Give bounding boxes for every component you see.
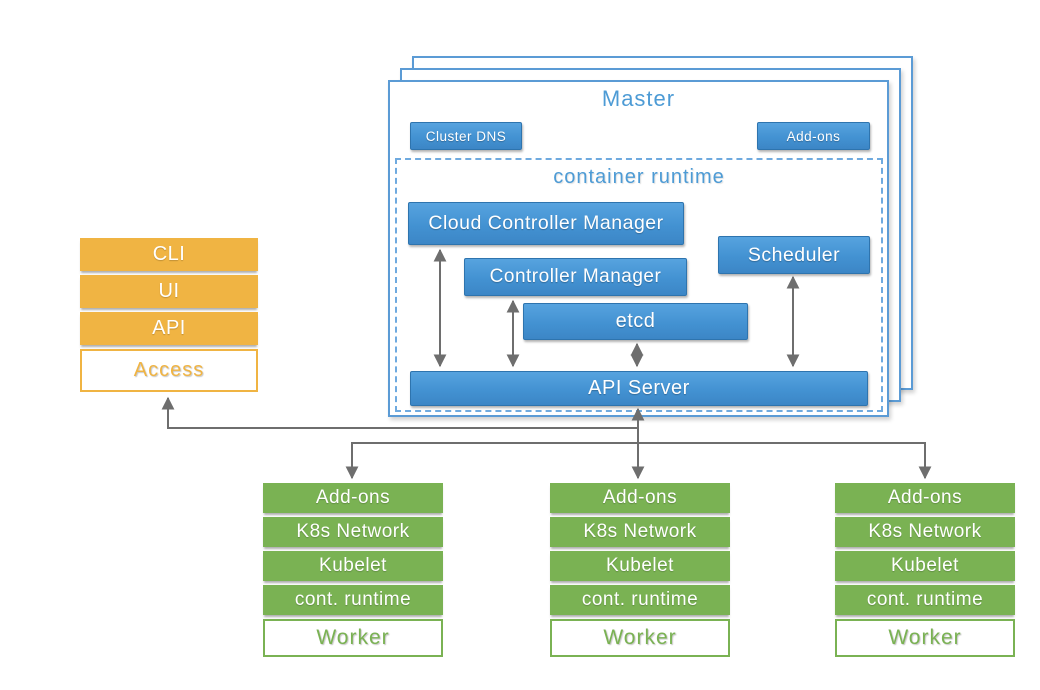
controller-manager-node: Controller Manager <box>464 258 687 296</box>
worker1-row-kubelet: Kubelet <box>263 551 443 581</box>
container-runtime-title: container runtime <box>553 166 725 188</box>
worker3-label-box: Worker <box>835 619 1015 657</box>
worker1-label-box: Worker <box>263 619 443 657</box>
access-label-box: Access <box>80 349 258 392</box>
etcd-node: etcd <box>523 303 748 340</box>
worker3-row-k8s-network: K8s Network <box>835 517 1015 547</box>
worker2-row-kubelet: Kubelet <box>550 551 730 581</box>
api-server-node: API Server <box>410 371 868 406</box>
worker1-row-addons: Add-ons <box>263 483 443 513</box>
worker1-row-k8s-network: K8s Network <box>263 517 443 547</box>
master-title: Master <box>601 86 676 111</box>
worker2-row-k8s-network: K8s Network <box>550 517 730 547</box>
access-row-ui: UI <box>80 275 258 308</box>
master-addons-node: Add-ons <box>757 122 870 150</box>
worker2-label-box: Worker <box>550 619 730 657</box>
worker3-row-kubelet: Kubelet <box>835 551 1015 581</box>
worker2-row-addons: Add-ons <box>550 483 730 513</box>
access-row-api: API <box>80 312 258 345</box>
worker3-row-cont-runtime: cont. runtime <box>835 585 1015 615</box>
worker3-row-addons: Add-ons <box>835 483 1015 513</box>
cloud-controller-manager-node: Cloud Controller Manager <box>408 202 684 245</box>
scheduler-node: Scheduler <box>718 236 870 274</box>
arrow-api-server-worker1-worker3 <box>345 442 932 480</box>
access-row-cli: CLI <box>80 238 258 271</box>
worker2-row-cont-runtime: cont. runtime <box>550 585 730 615</box>
cluster-dns-node: Cluster DNS <box>410 122 522 150</box>
worker1-row-cont-runtime: cont. runtime <box>263 585 443 615</box>
